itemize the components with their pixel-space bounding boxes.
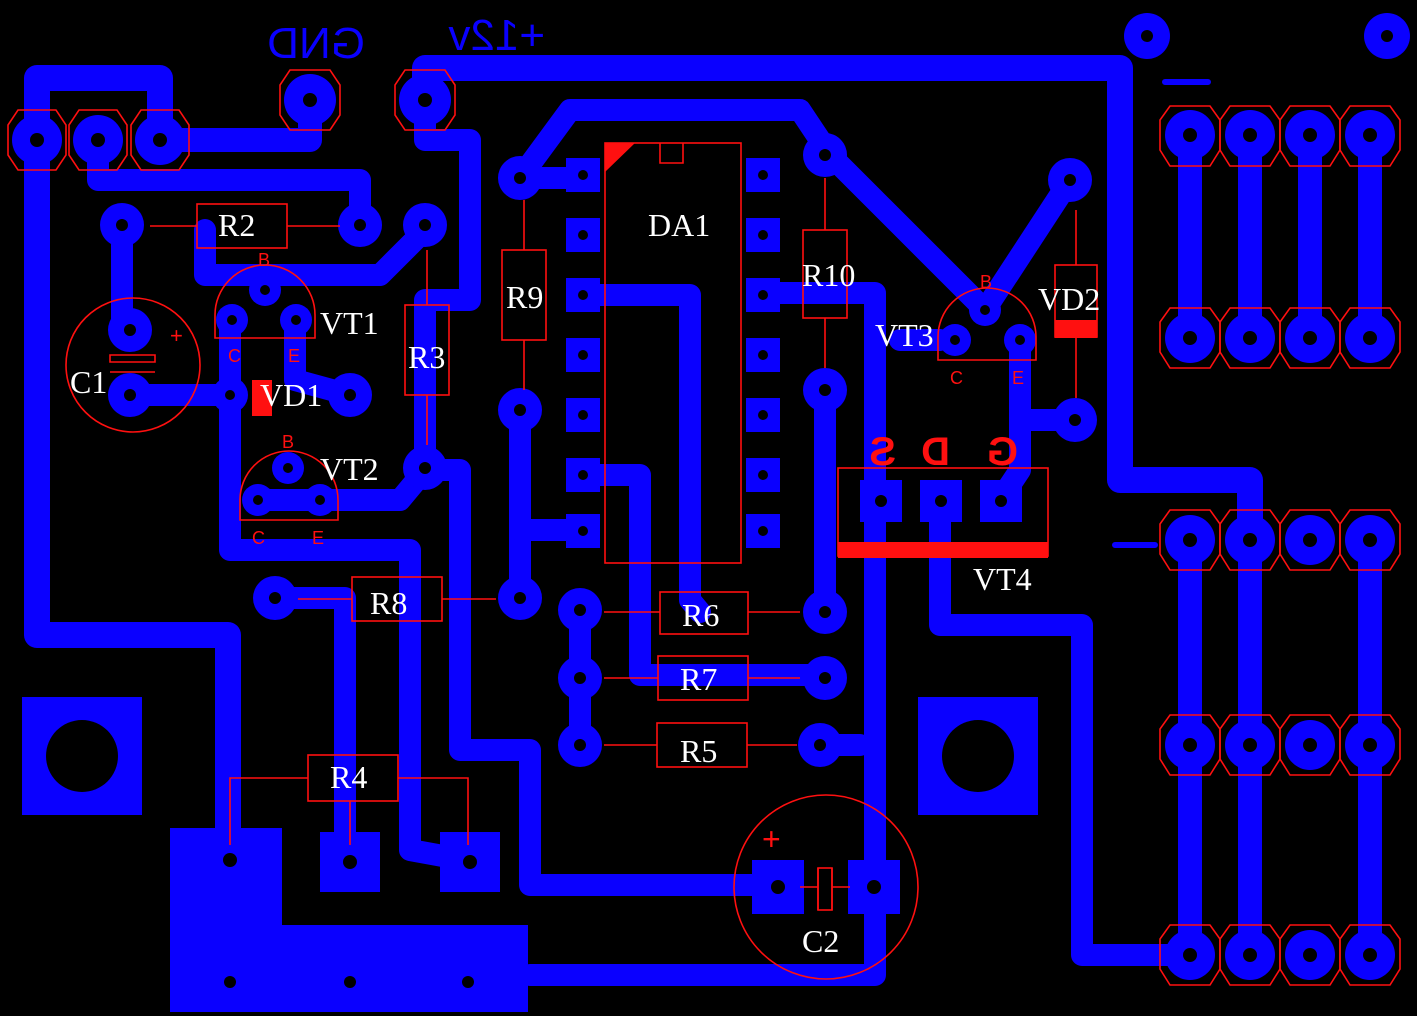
- component-labels: R2 R3 R9 R10 R8 R6 R7 R5 R4 C1 C2 VD1 VD…: [70, 207, 1100, 959]
- drill-holes: [30, 30, 1393, 988]
- net-labels: GND +12v: [267, 11, 545, 68]
- vt2-pin-c: C: [252, 528, 265, 548]
- transistor-vt1-outline: [214, 264, 316, 339]
- transistor-vt3-outline: [937, 287, 1037, 361]
- ground-pour: [170, 828, 528, 1012]
- copper-traces: [24, 55, 1382, 986]
- v12-net-label: +12v: [448, 11, 545, 60]
- label-vt2: VT2: [320, 451, 379, 487]
- vt4-pin-d: D: [921, 430, 950, 474]
- right-terminal-outlines: [1159, 105, 1401, 986]
- label-vd1: VD1: [260, 377, 322, 413]
- capacitor-c2-outline: [733, 794, 919, 980]
- gnd-net-label: GND: [267, 19, 365, 68]
- vt1-pin-b: B: [258, 250, 270, 270]
- label-r9: R9: [506, 279, 543, 315]
- vt2-pin-e: E: [312, 528, 324, 548]
- vt3-pin-c: C: [950, 368, 963, 388]
- vd2-cathode-band: [1055, 320, 1097, 338]
- silkscreen-fills: [252, 143, 1097, 558]
- label-r5: R5: [680, 733, 717, 769]
- label-vd2: VD2: [1038, 281, 1100, 317]
- c2-plus-mark: +: [762, 821, 781, 857]
- label-vt3: VT3: [875, 317, 934, 353]
- label-r2: R2: [218, 207, 255, 243]
- label-c2: C2: [802, 923, 839, 959]
- vt3-pin-e: E: [1012, 368, 1024, 388]
- label-r4: R4: [330, 759, 367, 795]
- label-c1: C1: [70, 364, 107, 400]
- ic-da1-outline: [604, 142, 742, 564]
- vt3-pin-b: B: [980, 272, 992, 292]
- label-r10: R10: [802, 257, 855, 293]
- label-r3: R3: [408, 339, 445, 375]
- c1-plus-mark: +: [170, 323, 183, 348]
- label-r8: R8: [370, 585, 407, 621]
- transistor-vt2-outline: [239, 450, 339, 521]
- terminal-outlines: [7, 69, 456, 171]
- resistor-r6-body: [659, 591, 749, 635]
- vd1-cathode-band: [252, 380, 272, 416]
- vt4-pin-s: S: [869, 430, 896, 474]
- label-r6: R6: [682, 597, 719, 633]
- capacitor-c1-outline: [65, 297, 201, 433]
- vt4-tab-marker: [838, 542, 1048, 558]
- vt4-pin-g: G: [987, 430, 1018, 474]
- ic-pin1-marker: [605, 143, 635, 172]
- label-da1: DA1: [648, 207, 710, 243]
- label-vt1: VT1: [320, 305, 379, 341]
- label-vt4: VT4: [973, 561, 1032, 597]
- silkscreen: [7, 69, 1401, 986]
- vt2-pin-b: B: [282, 432, 294, 452]
- vt1-pin-e: E: [288, 346, 300, 366]
- label-r7: R7: [680, 661, 717, 697]
- vt1-pin-c: C: [228, 346, 241, 366]
- pin-labels: B C E B C E B C E + + S D G: [170, 250, 1024, 857]
